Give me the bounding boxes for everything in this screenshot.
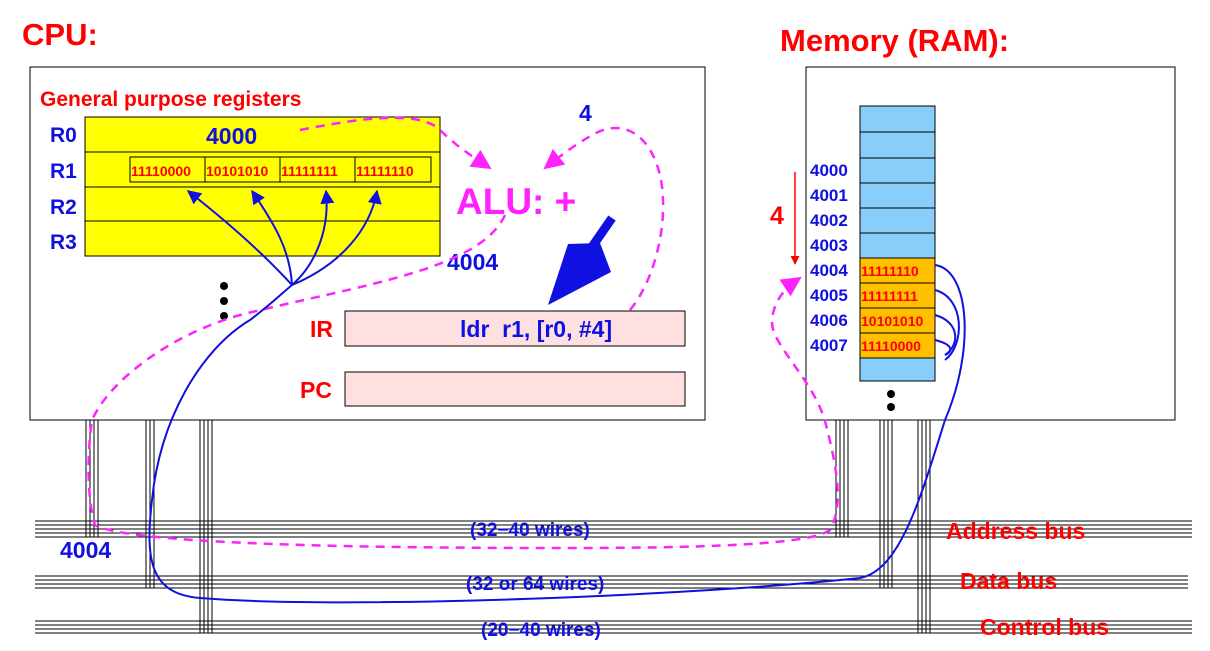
alu-label: ALU: + — [456, 181, 576, 222]
r1-byte-1: 10101010 — [206, 163, 269, 179]
mem-address-4005: 4005 — [810, 286, 848, 305]
memory-bus-connectors — [835, 420, 931, 633]
mem-address-4001: 4001 — [810, 186, 848, 205]
pc-label: PC — [300, 377, 332, 403]
register-r3-name: R3 — [50, 231, 77, 254]
mem-address-4004: 4004 — [810, 261, 848, 280]
r1-byte-0: 11110000 — [131, 163, 191, 179]
more-registers-dots — [220, 282, 228, 320]
register-r0-name: R0 — [50, 124, 77, 147]
mem-value-4007: 11110000 — [861, 338, 921, 354]
memory-cells — [859, 105, 936, 382]
memory-offset-label: 4 — [770, 202, 784, 230]
data-path-to-r1 — [148, 189, 966, 604]
ir-register — [344, 310, 686, 347]
mem-address-4000: 4000 — [810, 161, 848, 180]
address-bus-label: Address bus — [946, 518, 1085, 544]
r1-byte-2: 11111111 — [281, 163, 338, 179]
more-memory-dots — [887, 390, 895, 411]
ir-instruction: ldr r1, [r0, #4] — [460, 316, 612, 342]
data-bus-lines — [35, 575, 1188, 589]
r1-byte-3: 11111110 — [356, 163, 414, 179]
offset-to-alu-path — [543, 126, 665, 311]
mem-address-4007: 4007 — [810, 336, 848, 355]
decode-arrow — [548, 215, 616, 305]
mem-value-4005: 11111111 — [861, 288, 918, 304]
pc-register — [344, 371, 686, 407]
control-bus-label: Control bus — [980, 614, 1109, 640]
data-bus-wires: (32 or 64 wires) — [466, 574, 604, 595]
address-bus-lines — [35, 520, 1192, 538]
registers-title: General purpose registers — [40, 88, 301, 111]
r0-to-alu-path — [299, 116, 492, 170]
address-bus-wires: (32−40 wires) — [470, 520, 590, 541]
register-r1-bytes — [129, 156, 432, 183]
alu-offset-label: 4 — [579, 100, 592, 126]
memory-title: Memory (RAM): — [780, 23, 1009, 58]
register-r1-name: R1 — [50, 160, 77, 183]
address-bus-value: 4004 — [60, 537, 111, 563]
mem-address-4003: 4003 — [810, 236, 848, 255]
data-bus-label: Data bus — [960, 568, 1057, 594]
register-file — [84, 116, 441, 257]
mem-value-4006: 10101010 — [861, 313, 924, 329]
control-bus-wires: (20−40 wires) — [481, 620, 601, 641]
control-bus-lines — [35, 620, 1192, 634]
ir-label: IR — [310, 316, 333, 342]
cpu-title: CPU: — [22, 17, 98, 52]
mem-address-4006: 4006 — [810, 311, 848, 330]
register-r2-name: R2 — [50, 196, 77, 219]
alu-result-label: 4004 — [447, 249, 498, 275]
mem-address-4002: 4002 — [810, 211, 848, 230]
register-r0-value: 4000 — [206, 123, 257, 149]
address-path-to-memory — [87, 214, 839, 550]
mem-value-4004: 11111110 — [861, 263, 919, 279]
